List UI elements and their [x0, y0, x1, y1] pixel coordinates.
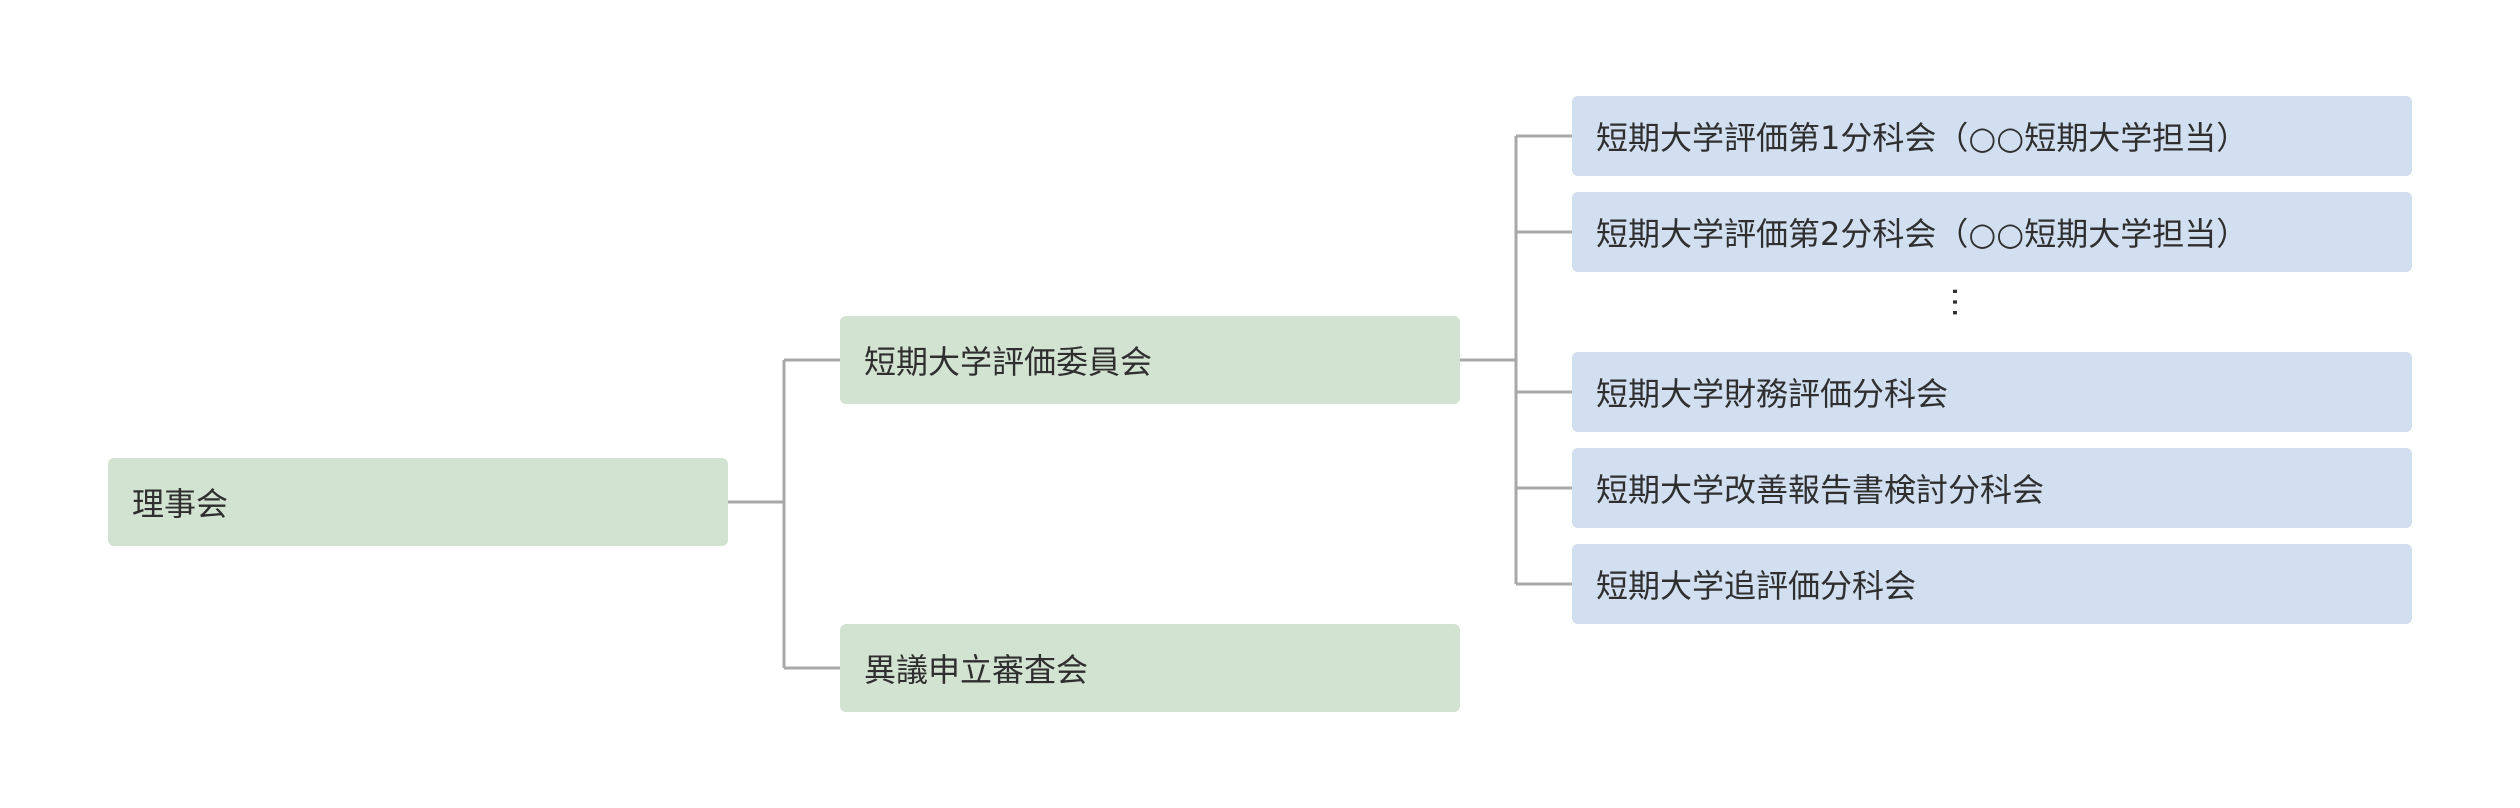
subcommittee-label-5: 短期大学追評価分科会 [1596, 567, 1917, 605]
subcommittee-label-4: 短期大学改善報告書検討分科会 [1596, 471, 2045, 509]
subcommittee-label-3: 短期大学財務評価分科会 [1596, 375, 1949, 413]
appeal-committee-box: 異議申立審査会 [840, 624, 1460, 712]
subcommittee-box-1: 短期大学評価第1分科会（○○短期大学担当） [1572, 96, 2412, 176]
subcommittee-label-1: 短期大学評価第1分科会（○○短期大学担当） [1596, 119, 2249, 157]
subcommittee-box-3: 短期大学財務評価分科会 [1572, 352, 2412, 432]
subcommittee-box-4: 短期大学改善報告書検討分科会 [1572, 448, 2412, 528]
appeal-committee-label: 異議申立審査会 [864, 651, 1089, 689]
evaluation-committee-label: 短期大学評価委員会 [864, 343, 1153, 381]
evaluation-committee-box: 短期大学評価委員会 [840, 316, 1460, 404]
subcommittee-label-2: 短期大学評価第2分科会（○○短期大学担当） [1596, 215, 2249, 253]
vertical-ellipsis: … [1945, 286, 1983, 318]
subcommittee-box-5: 短期大学追評価分科会 [1572, 544, 2412, 624]
board-of-directors-label: 理事会 [132, 485, 229, 523]
board-of-directors-box: 理事会 [108, 458, 728, 546]
subcommittee-box-2: 短期大学評価第2分科会（○○短期大学担当） [1572, 192, 2412, 272]
